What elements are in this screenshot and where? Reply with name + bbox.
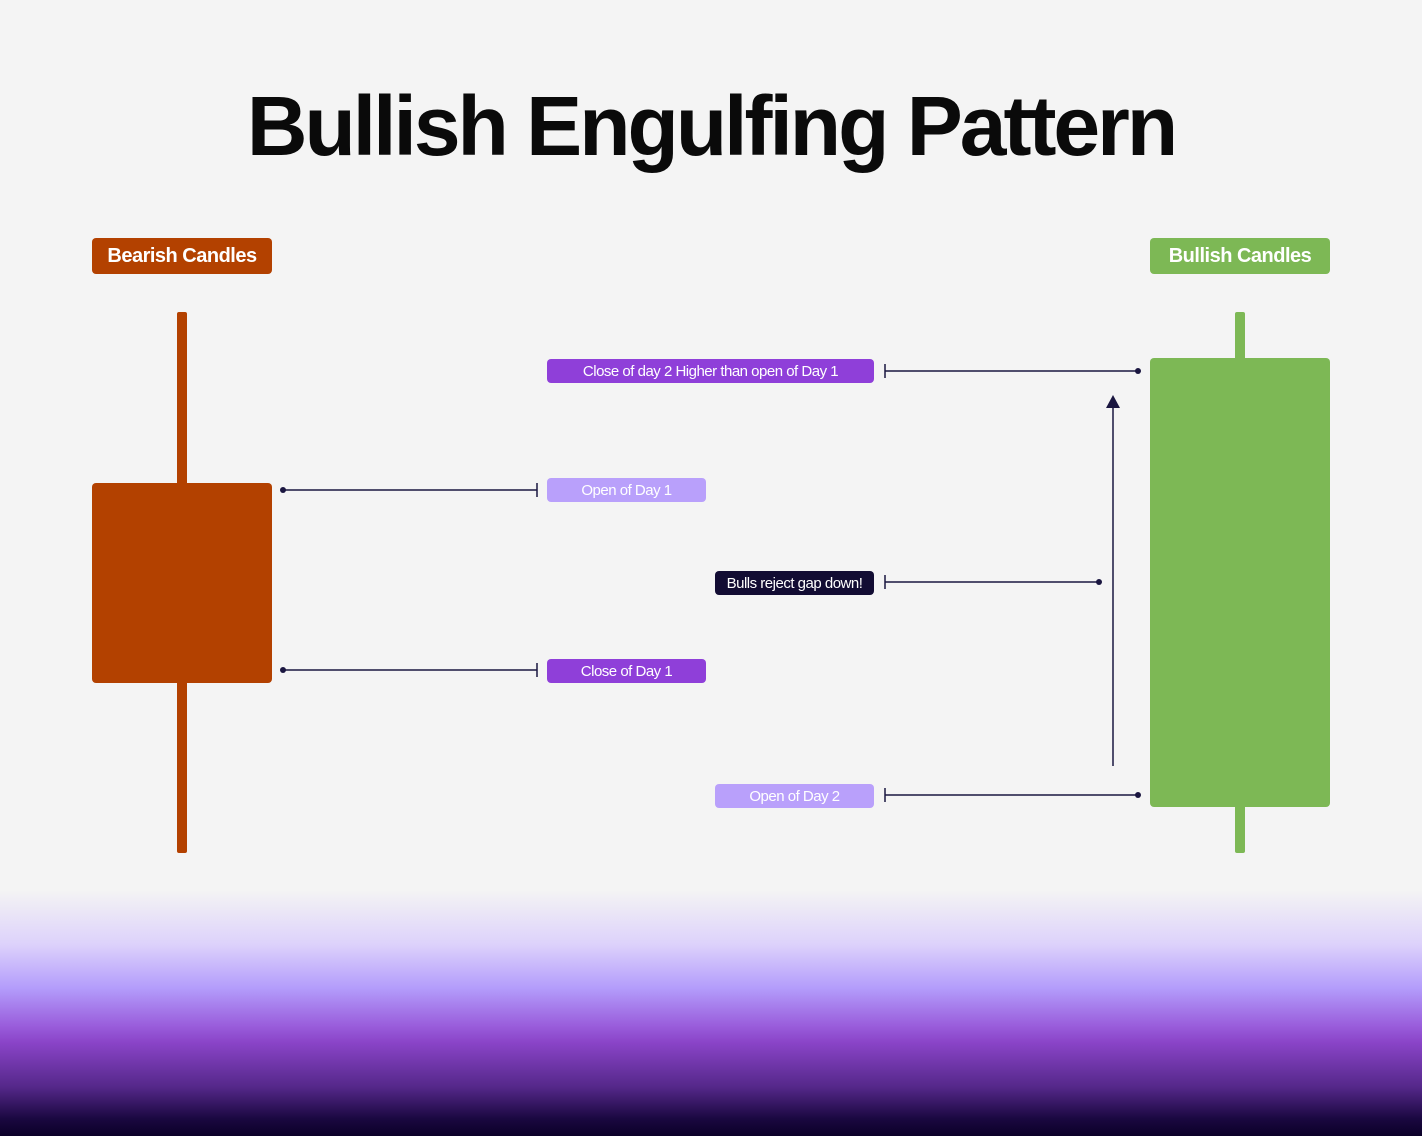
label-close-day1: Close of Day 1 [547,659,706,683]
bearish-legend-tag: Bearish Candles [92,238,272,274]
label-open-day2: Open of Day 2 [715,784,874,808]
connector-open-day2 [884,788,1141,802]
bullish-candle-body [1150,358,1330,807]
up-arrow-icon [1106,395,1120,766]
connector-bulls-reject [884,575,1102,589]
bottom-gradient [0,890,1422,1136]
bullish-legend-tag: Bullish Candles [1150,238,1330,274]
label-close-day2: Close of day 2 Higher than open of Day 1 [547,359,874,383]
connector-open-day1 [280,483,538,497]
connector-close-day2 [884,364,1141,378]
page-title: Bullish Engulfing Pattern [246,79,1178,173]
label-bulls-reject: Bulls reject gap down! [715,571,874,595]
label-open-day1: Open of Day 1 [547,478,706,502]
connector-close-day1 [280,663,538,677]
bearish-candle-body [92,483,272,683]
